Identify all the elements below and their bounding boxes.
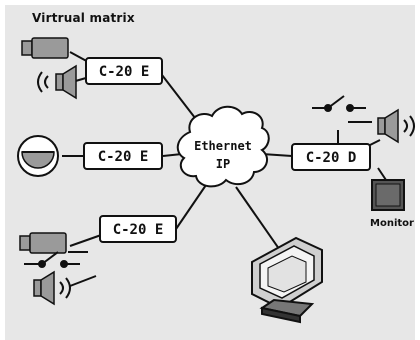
speaker-icon xyxy=(37,64,77,100)
link-bottom-left xyxy=(175,184,207,230)
node-top-left: C-20 E xyxy=(85,57,163,85)
speaker-icon xyxy=(377,108,415,144)
link-right xyxy=(261,153,293,157)
computer-icon xyxy=(251,236,323,324)
switch-icon xyxy=(24,251,80,268)
video-camera-icon xyxy=(21,37,69,59)
link-computer xyxy=(235,186,285,257)
monitor-label: Monitor xyxy=(370,218,414,229)
node-bottom-left: C-20 E xyxy=(99,215,177,243)
node-bottom-left-label: C-20 E xyxy=(113,222,164,238)
speaker-icon xyxy=(33,270,71,306)
network-label-line2: IP xyxy=(216,157,230,171)
video-camera-icon xyxy=(19,232,67,254)
cloud-shape xyxy=(176,105,270,188)
node-right: C-20 D xyxy=(291,143,371,171)
monitor-icon xyxy=(371,179,405,211)
switch-icon xyxy=(312,95,366,112)
diagram-title: Virtrual matrix xyxy=(32,11,135,25)
node-mid-left-label: C-20 E xyxy=(98,149,149,165)
network-label-line1: Ethernet xyxy=(194,139,252,153)
dome-camera-icon xyxy=(17,135,59,177)
node-mid-left: C-20 E xyxy=(83,142,163,170)
node-right-label: C-20 D xyxy=(306,150,357,166)
node-top-left-label: C-20 E xyxy=(99,64,150,80)
ethernet-cloud: Ethernet IP xyxy=(176,105,270,188)
